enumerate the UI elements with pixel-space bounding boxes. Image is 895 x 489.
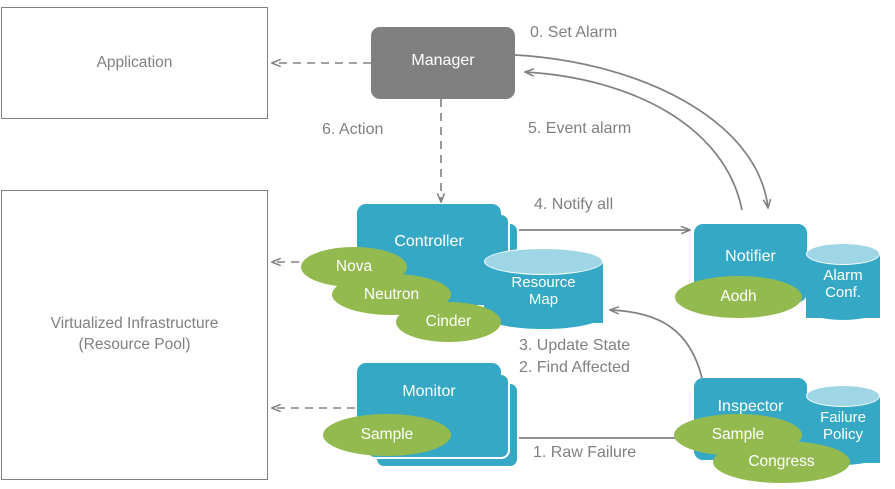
alarm-conf-bottom: [806, 298, 880, 320]
container-infrastructure: Virtualized Infrastructure (Resource Poo…: [1, 190, 268, 480]
tag-sample-inspector-label: Sample: [711, 426, 765, 443]
node-notifier-label: Notifier: [725, 248, 776, 265]
tag-aodh-label: Aodh: [720, 288, 757, 305]
datastore-alarm-conf-label: Alarm Conf.: [823, 267, 863, 302]
node-controller-label: Controller: [394, 233, 464, 250]
edge-label-event-alarm: 5. Event alarm: [528, 120, 632, 137]
edge-event-alarm-curve: [525, 72, 743, 211]
container-application: Application: [1, 7, 268, 119]
edge-label-action: 6. Action: [322, 121, 384, 138]
datastore-failure-policy-label: Failure Policy: [820, 409, 866, 444]
datastore-alarm-conf[interactable]: Alarm Conf.: [806, 243, 880, 328]
node-monitor-label: Monitor: [402, 383, 456, 400]
edge-label-set-alarm: 0. Set Alarm: [530, 24, 618, 41]
edge-label-update-state: 3. Update State: [519, 337, 631, 354]
datastore-resource-map[interactable]: Resource Map: [484, 248, 603, 334]
tag-nova-label: Nova: [335, 258, 373, 275]
tag-cinder-label: Cinder: [425, 313, 472, 330]
tag-aodh[interactable]: Aodh: [675, 276, 802, 318]
tag-sample-monitor-label: Sample: [360, 426, 414, 443]
resource-map-bottom: [484, 302, 603, 329]
container-application-label: Application: [96, 53, 173, 71]
edge-label-notify-all: 4. Notify all: [534, 196, 614, 213]
resource-map-top: [484, 248, 603, 275]
datastore-resource-map-label: Resource Map: [511, 274, 576, 309]
edge-label-find-affected: 2. Find Affected: [519, 359, 630, 376]
failure-policy-top: [806, 385, 880, 407]
node-manager[interactable]: [371, 27, 515, 99]
tag-cinder[interactable]: Cinder: [396, 302, 501, 342]
alarm-conf-top: [806, 243, 880, 265]
node-manager-label: Manager: [411, 52, 475, 69]
edge-label-raw-failure: 1. Raw Failure: [533, 444, 637, 461]
node-inspector-label: Inspector: [717, 398, 784, 415]
tag-neutron-label: Neutron: [363, 285, 420, 303]
tag-sample-monitor[interactable]: Sample: [323, 414, 451, 456]
tag-congress[interactable]: Congress: [713, 441, 850, 483]
tag-congress-label: Congress: [748, 453, 815, 470]
container-infrastructure-label: Virtualized Infrastructure (Resource Poo…: [50, 315, 219, 353]
